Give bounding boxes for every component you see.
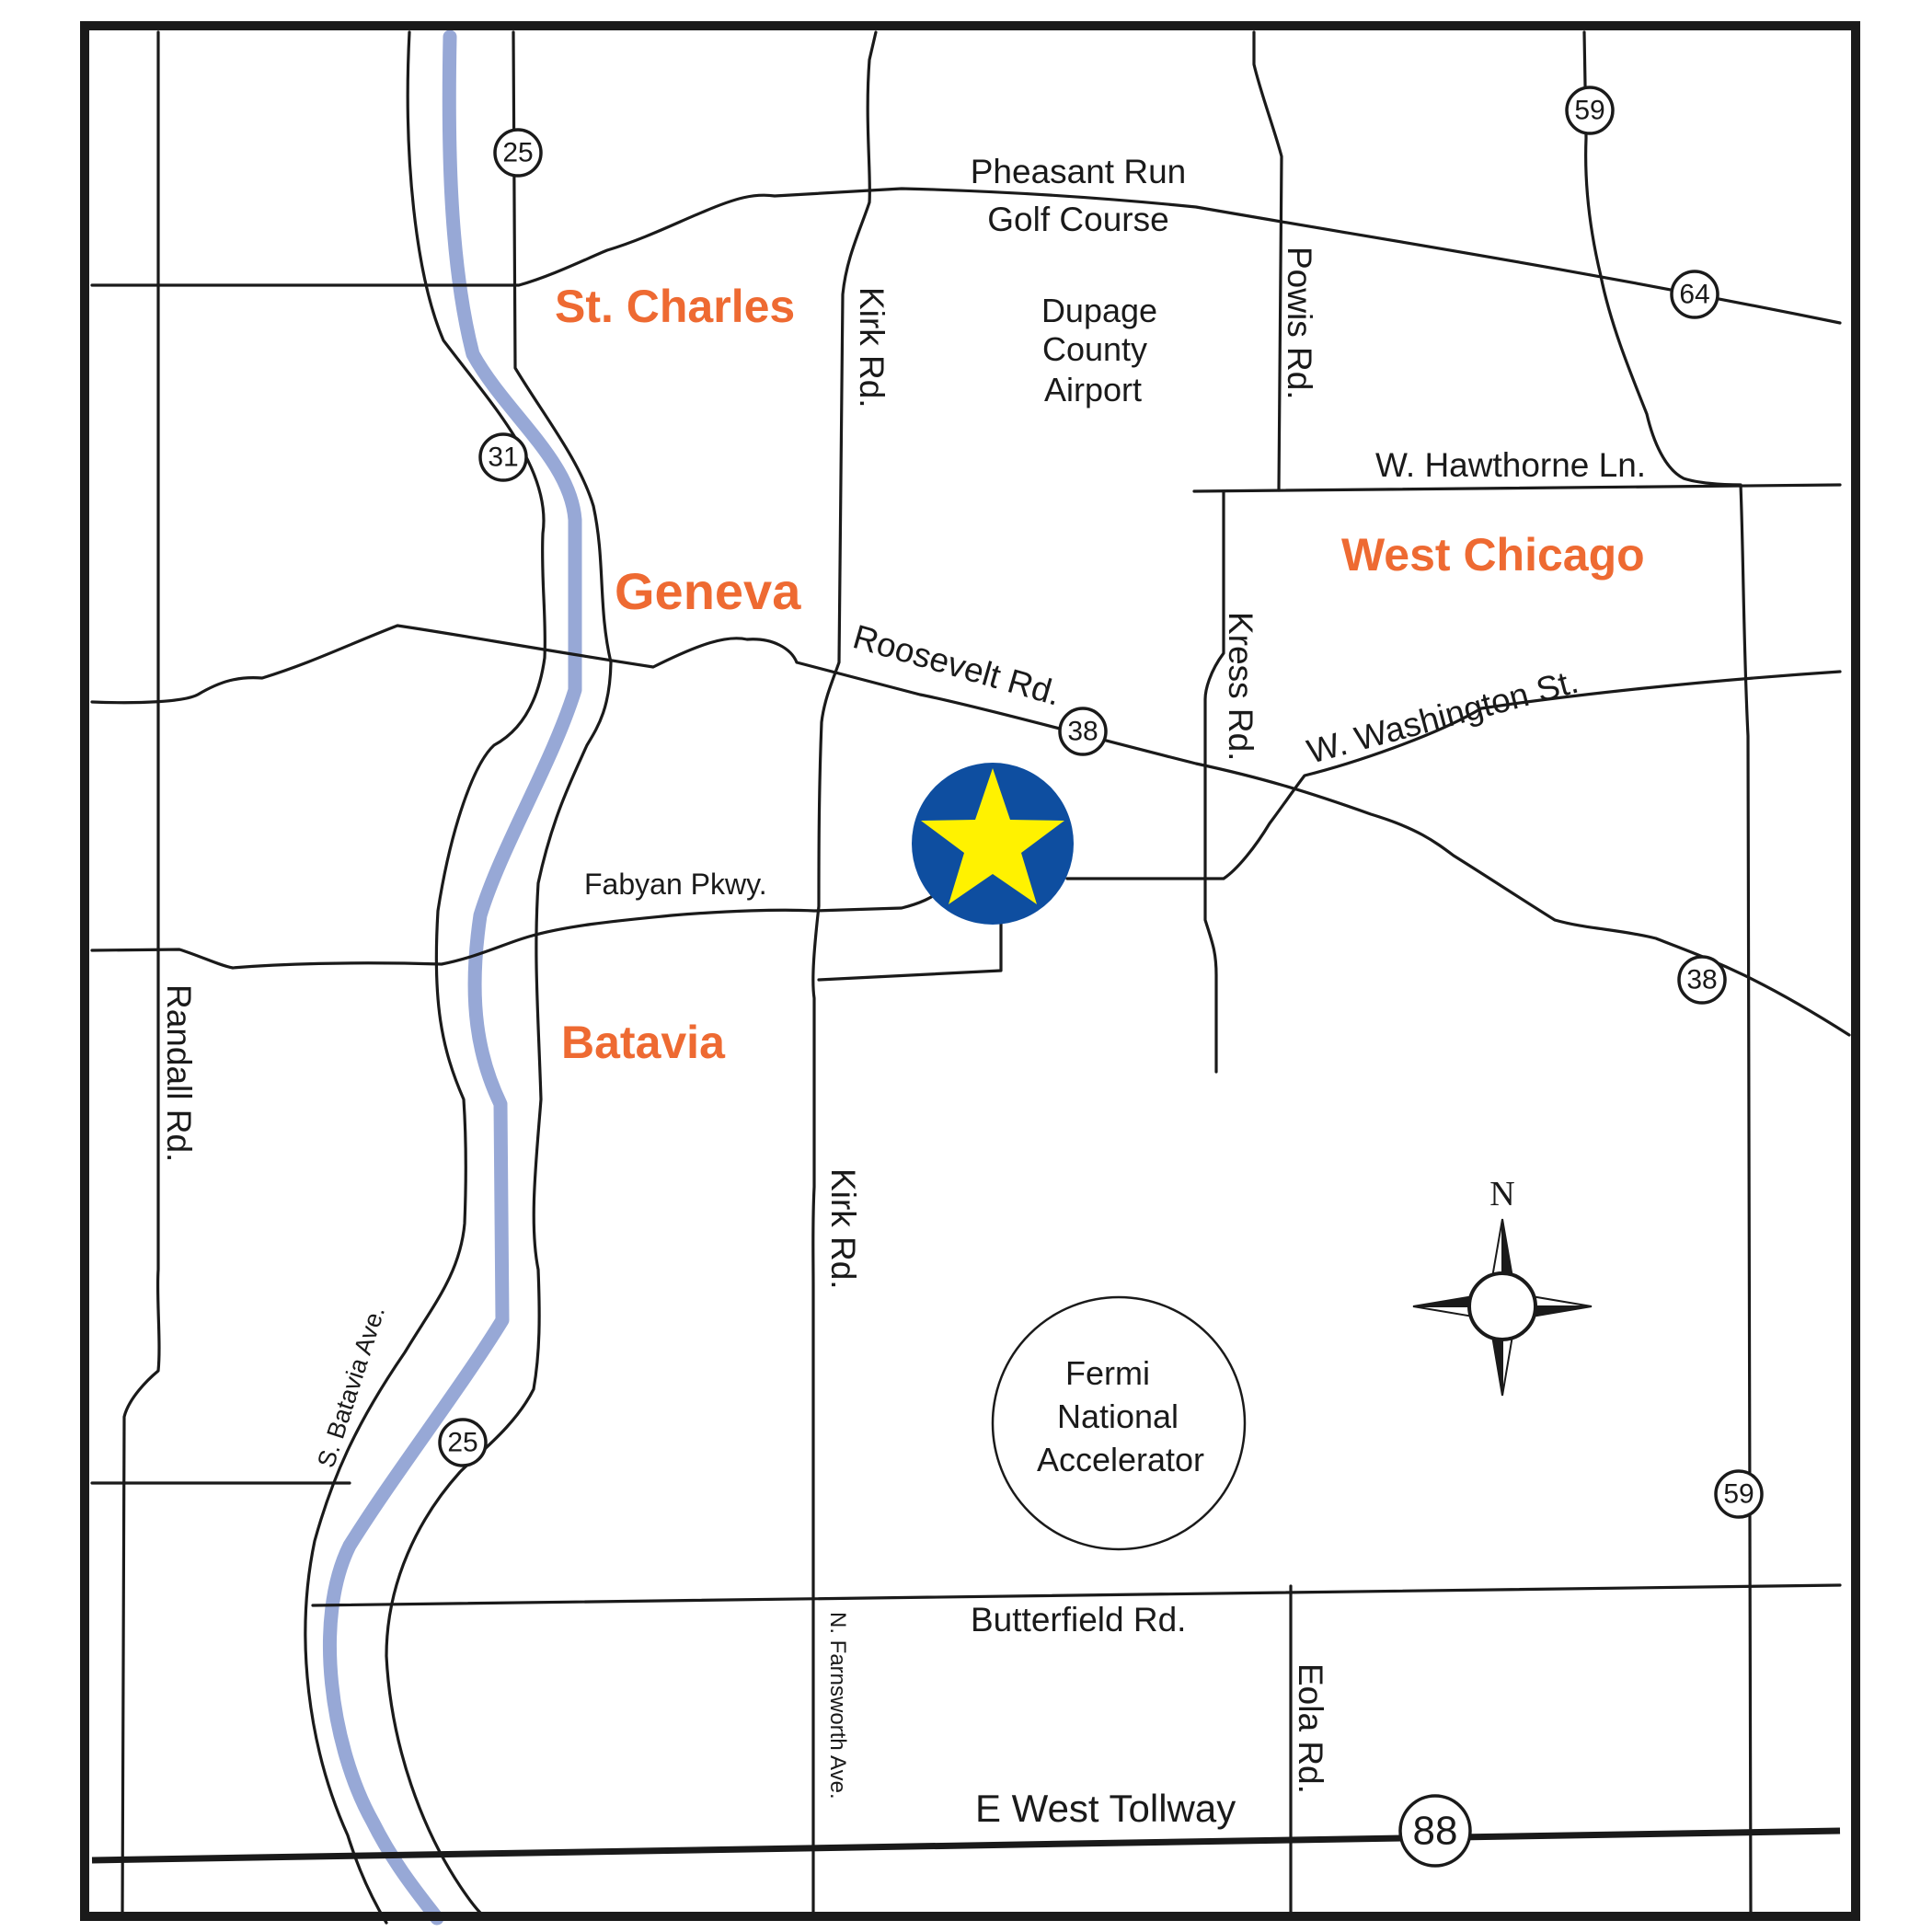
route-25-road [385,30,613,1920]
interstate-88-shield: 88 [1398,1794,1472,1868]
randall-road-label: Randall Rd. [160,984,198,1162]
kress-road [1203,489,1225,1074]
route-38-west-number: 38 [1067,717,1098,747]
compass-rose-icon [1412,1218,1593,1397]
fabyan-parkway-label: Fabyan Pkwy. [584,868,767,901]
route-59-north-shield: 59 [1565,86,1615,135]
hawthorne-lane-label: W. Hawthorne Ln. [1375,446,1646,484]
compass-north-label: N [1489,1175,1514,1213]
airport-label-line-2: County [1042,330,1147,368]
route-38-west-shield: 38 [1058,707,1108,756]
randall-road [121,30,161,1920]
tollway-label: E West Tollway [975,1787,1236,1830]
route-64-road [90,187,1842,325]
pheasant-run-label-line-2: Golf Course [987,201,1168,238]
city-label-west-chicago: West Chicago [1341,529,1645,581]
star-marker-icon[interactable] [912,763,1074,925]
route-59-south-shield: 59 [1714,1469,1764,1519]
roosevelt-road [90,624,1851,1037]
w-washington-street [1065,670,1842,880]
city-label-st-charles: St. Charles [555,281,795,332]
fermi-ring [991,1295,1247,1551]
city-label-batavia: Batavia [561,1017,726,1068]
route-31-shield: 31 [478,432,528,482]
route-64-shield: 64 [1670,270,1719,319]
kirk-road-label-south: Kirk Rd. [824,1168,862,1290]
airport-label-line-3: Airport [1044,371,1142,408]
route-25-north-number: 25 [502,138,533,168]
roosevelt-road-label: Roosevelt Rd. [849,617,1065,712]
e-west-tollway [91,1827,1841,1864]
powis-road-label: Powis Rd. [1281,247,1318,400]
map-frame [80,21,1860,1921]
route-59-south-number: 59 [1723,1479,1754,1510]
w-washington-street-label: W. Washington St. [1303,662,1581,771]
route-25-south-number: 25 [447,1428,477,1458]
kress-road-label: Kress Rd. [1222,612,1259,761]
interstate-88-number: 88 [1413,1809,1458,1854]
fox-river [322,29,582,1926]
route-59-road [1582,30,1753,1920]
powis-road [1252,30,1283,492]
route-31-number: 31 [488,443,518,473]
route-25-north-shield: 25 [493,128,543,178]
route-25-south-shield: 25 [438,1418,488,1467]
route-31-road [304,30,547,1925]
kirk-road [811,30,878,1920]
airport-label-line-1: Dupage [1041,292,1157,329]
pheasant-run-label-line-1: Pheasant Run [971,153,1187,190]
n-farnsworth-avenue-label: N. Farnsworth Ave. [825,1612,850,1800]
city-label-geneva: Geneva [615,562,801,620]
route-59-north-number: 59 [1574,96,1604,126]
butterfield-road [311,1583,1842,1607]
kirk-road-label-north: Kirk Rd. [853,287,891,408]
eola-road-label: Eola Rd. [1292,1663,1329,1794]
hawthorne-lane [1192,483,1842,493]
route-64-number: 64 [1679,280,1709,310]
fermi-label-line-1: Fermi [1065,1354,1150,1392]
route-38-east-number: 38 [1686,965,1717,995]
fabyan-parkway [90,891,938,970]
route-38-east-shield: 38 [1677,955,1727,1005]
fermi-label-line-2: National [1057,1397,1179,1435]
butterfield-road-label: Butterfield Rd. [971,1601,1186,1639]
fermi-label-line-3: Accelerator [1037,1441,1204,1478]
marker-access-road [817,920,1003,982]
